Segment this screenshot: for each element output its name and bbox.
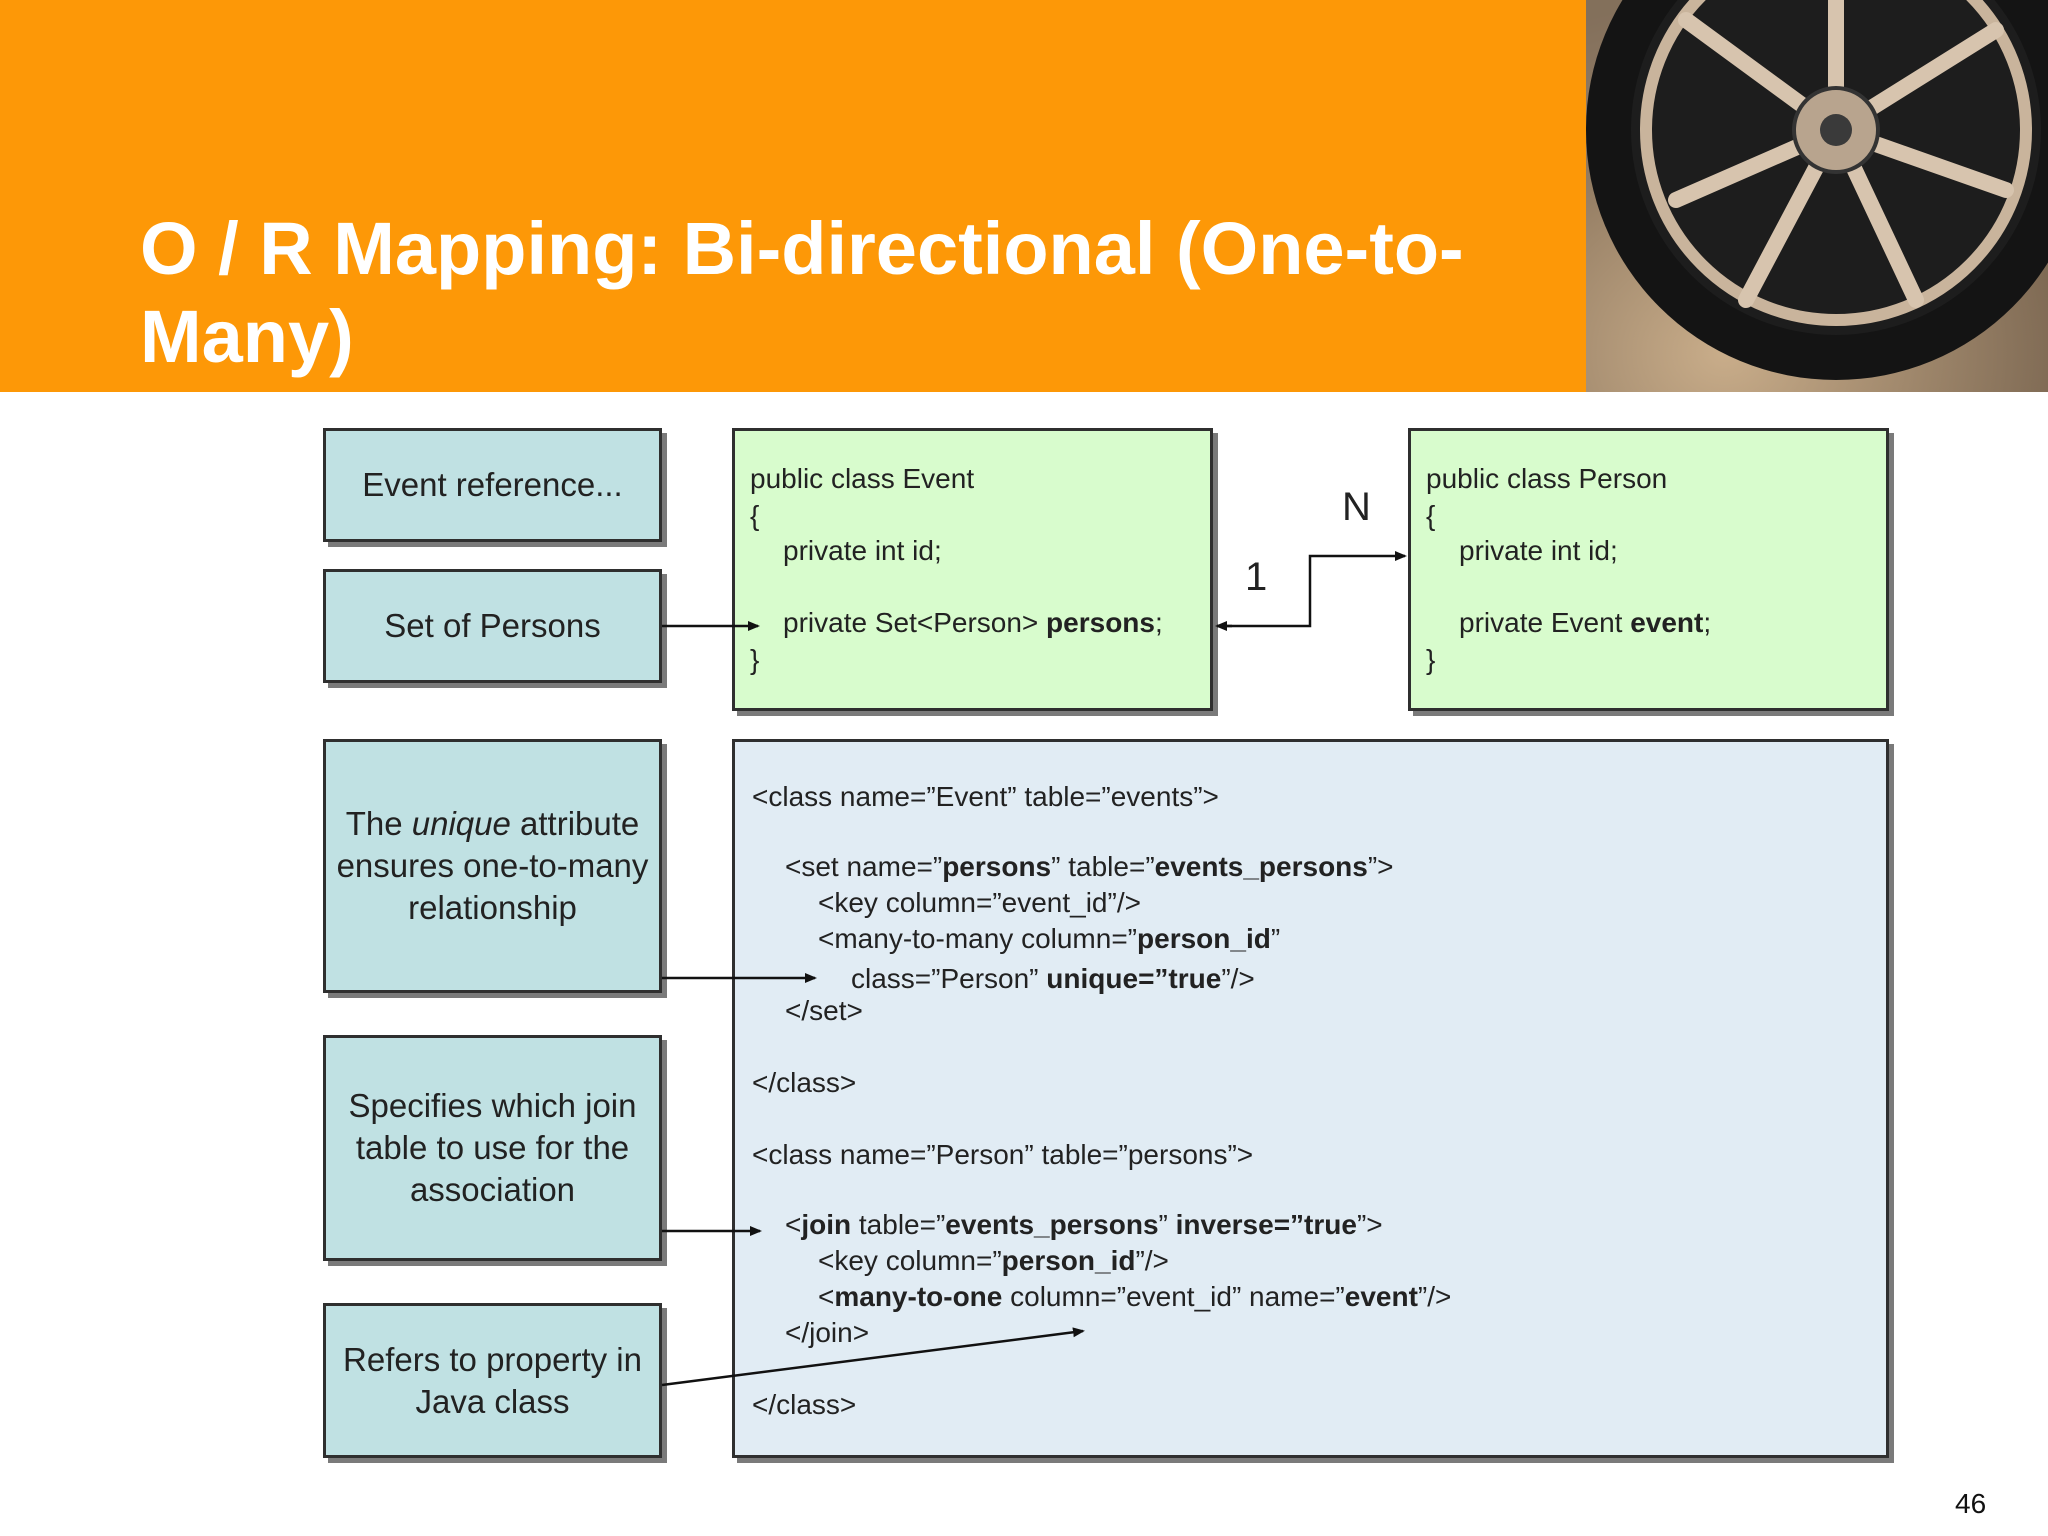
arrow-refers-property bbox=[662, 1331, 1083, 1385]
arrow-one-to-many bbox=[1217, 556, 1405, 626]
page-number: 46 bbox=[1955, 1488, 1986, 1520]
